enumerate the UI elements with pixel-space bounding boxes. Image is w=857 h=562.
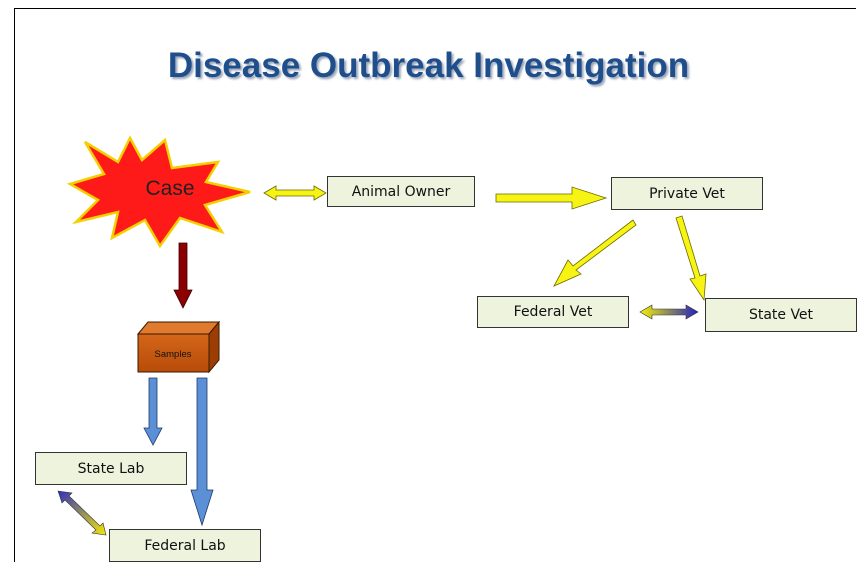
samples-to-federallab-arrow <box>190 377 214 527</box>
samples-box-front <box>137 333 210 373</box>
case-starburst: Case <box>66 135 251 249</box>
case-starburst-shape <box>66 135 251 249</box>
animal-owner-node: Animal Owner <box>327 176 475 207</box>
federal-vet-node: Federal Vet <box>477 296 629 328</box>
case-to-samples-arrow <box>173 242 193 309</box>
federalvet-statevet-double-arrow <box>639 304 699 320</box>
private-vet-node: Private Vet <box>611 177 763 210</box>
samples-box-top <box>136 321 221 335</box>
samples-to-statelab-arrow <box>143 377 163 446</box>
slide-frame <box>14 8 856 562</box>
samples-box: Samples <box>136 320 221 374</box>
state-lab-node: State Lab <box>35 452 187 485</box>
statelab-federallab-double-arrow <box>57 490 107 536</box>
owner-to-privatevet-arrow <box>495 186 608 210</box>
federal-lab-node: Federal Lab <box>109 529 261 562</box>
privatevet-to-statevet-arrow <box>675 215 707 302</box>
case-label: Case <box>145 177 194 200</box>
state-vet-node: State Vet <box>705 298 857 332</box>
case-owner-double-arrow <box>263 185 327 201</box>
page-title: Disease Outbreak Investigation <box>167 46 690 85</box>
privatevet-to-federalvet-arrow <box>553 219 637 287</box>
samples-label: Samples <box>155 349 192 360</box>
